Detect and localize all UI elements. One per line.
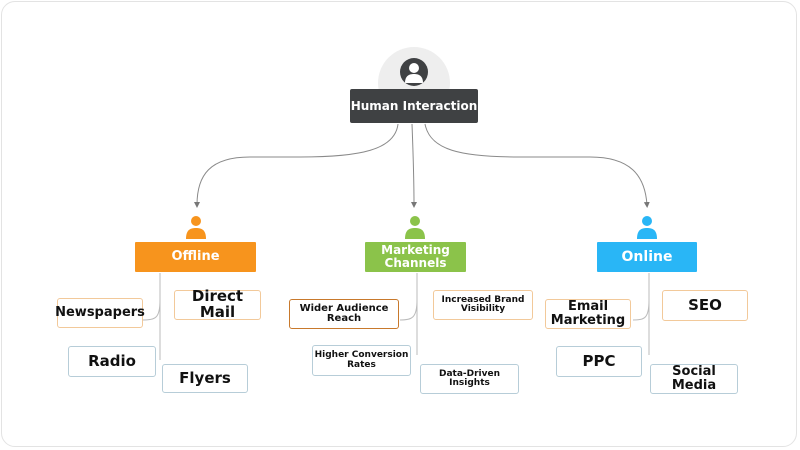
connector-root-marketing	[410, 123, 417, 208]
connector-marketing-wider	[399, 299, 418, 321]
connector-online-email	[632, 299, 650, 321]
user-icon	[400, 58, 428, 86]
connector-offline-newspapers	[141, 299, 161, 321]
leaf-data-driven-insights[interactable]: Data-Driven Insights	[420, 364, 519, 394]
leaf-flyers[interactable]: Flyers	[162, 364, 248, 393]
category-offline[interactable]: Offline	[135, 242, 256, 272]
leaf-radio[interactable]: Radio	[68, 346, 156, 377]
leaf-newspapers[interactable]: Newspapers	[55, 298, 145, 328]
root-node-human-interaction[interactable]: Human Interaction	[350, 89, 478, 123]
leaf-email-marketing[interactable]: Email Marketing	[545, 299, 631, 329]
offline-user-icon	[186, 216, 206, 239]
leaf-direct-mail[interactable]: Direct Mail	[174, 288, 261, 320]
leaf-wider-audience-reach[interactable]: Wider Audience Reach	[289, 299, 399, 329]
marketing-user-icon	[405, 216, 425, 239]
category-online[interactable]: Online	[597, 242, 697, 272]
leaf-ppc[interactable]: PPC	[556, 346, 642, 377]
connector-root-offline	[194, 123, 399, 208]
connector-root-online	[424, 123, 650, 208]
online-user-icon	[637, 216, 657, 239]
leaf-increased-brand-visibility[interactable]: Increased Brand Visibility	[433, 290, 533, 320]
leaf-seo[interactable]: SEO	[662, 290, 748, 321]
leaf-higher-conversion-rates[interactable]: Higher Conversion Rates	[312, 345, 411, 376]
category-marketing-channels[interactable]: Marketing Channels	[365, 242, 466, 272]
leaf-social-media[interactable]: Social Media	[650, 364, 738, 394]
